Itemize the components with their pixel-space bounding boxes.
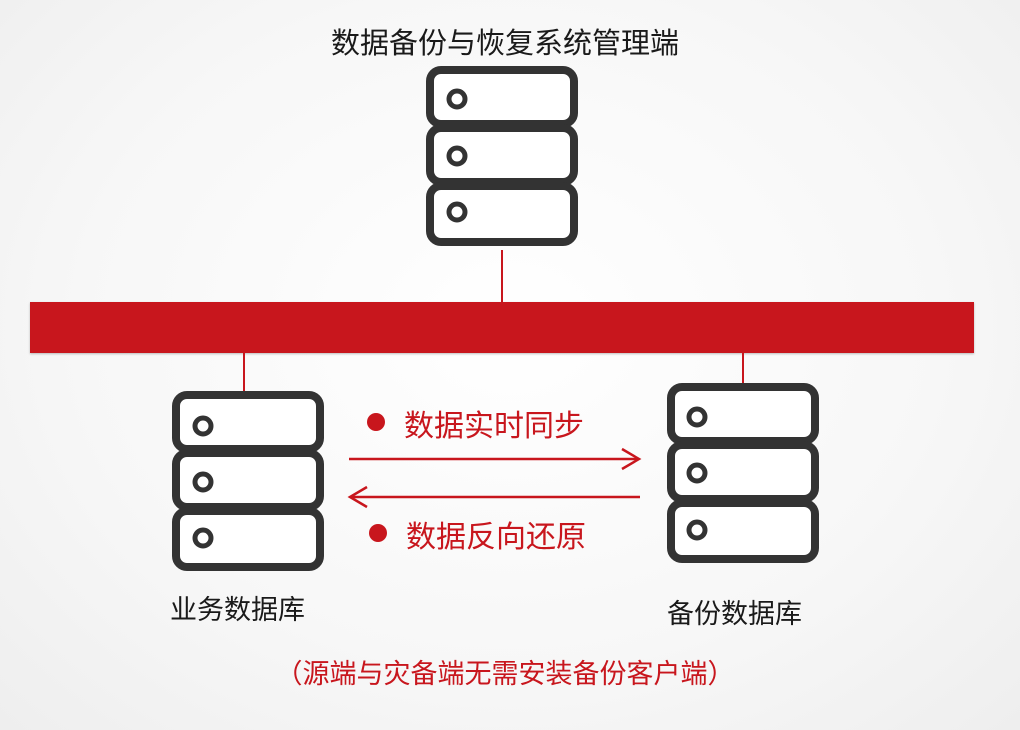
sync-forward-bullet	[367, 413, 385, 431]
footnote: （源端与灾备端无需安装备份客户端）	[275, 659, 735, 690]
backup-db-server-icon	[667, 383, 819, 565]
sync-reverse-label: 数据反向还原	[406, 520, 586, 555]
business-db-connector-line	[243, 353, 245, 392]
sync-reverse-bullet	[369, 524, 387, 542]
management-title: 数据备份与恢复系统管理端	[330, 26, 679, 60]
business-db-label: 业务数据库	[170, 595, 305, 626]
sync-forward-label: 数据实时同步	[404, 409, 584, 444]
forward-arrow-icon	[349, 447, 642, 471]
backup-db-label: 备份数据库	[667, 599, 802, 630]
network-bus-bar	[30, 302, 974, 353]
backup-db-connector-line	[742, 353, 744, 385]
management-server-icon	[426, 66, 578, 248]
management-connector-line	[501, 250, 503, 302]
reverse-arrow-icon	[347, 485, 640, 509]
business-db-server-icon	[172, 391, 324, 573]
